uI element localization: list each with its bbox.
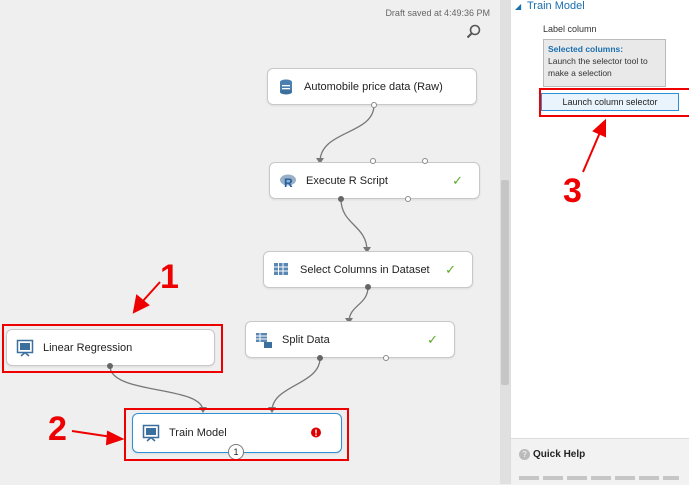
selected-columns-box: Selected columns: Launch the selector to… [543,39,666,87]
model-icon [141,423,161,443]
output-port[interactable] [365,284,371,290]
output-port-badge[interactable]: 1 [228,444,244,460]
quick-help-title[interactable]: Quick Help [533,449,586,460]
selected-columns-heading: Selected columns: [548,44,624,54]
node-select-columns[interactable]: Select Columns in Dataset ✓ [263,251,473,288]
output-port[interactable] [107,363,113,369]
callout-number-2: 2 [48,410,67,448]
output-port[interactable] [338,196,344,202]
draft-status: Draft saved at 4:49:36 PM [385,8,490,18]
error-icon[interactable] [311,426,321,441]
callout-number-3: 3 [563,172,582,210]
callout-arrows [71,281,161,446]
highlight-box-train-model [124,408,349,461]
node-label: Train Model [169,427,227,439]
node-linear-regression[interactable]: Linear Regression [6,329,215,366]
node-label: Select Columns in Dataset [300,263,430,276]
callout-number-1: 1 [160,258,179,296]
collapse-caret-icon[interactable]: ◢ [515,2,522,11]
table-split-icon [254,330,274,350]
launch-column-selector-button[interactable]: Launch column selector [541,93,679,111]
input-port[interactable] [422,158,428,164]
output-port[interactable] [317,355,323,361]
check-icon: ✓ [452,172,463,188]
output-port[interactable] [371,102,377,108]
search-icon[interactable] [466,24,482,40]
output-port[interactable] [383,355,389,361]
highlight-box-launch-selector [539,88,689,117]
panel-title[interactable]: Train Model [527,0,585,12]
r-script-icon: R [278,171,298,191]
selected-columns-text: Launch the selector tool to make a selec… [548,56,648,78]
canvas-scroll-thumb[interactable] [501,180,509,385]
highlight-box-linear-regression [2,324,223,373]
help-icon[interactable]: ? [519,449,530,460]
check-icon: ✓ [445,261,456,277]
svg-text:R: R [284,176,293,190]
node-label: Linear Regression [43,341,133,354]
node-label: Split Data [282,333,330,346]
experiment-canvas[interactable]: Draft saved at 4:49:36 PM Automobile pri… [0,0,510,484]
quick-help-text-cutoff [519,476,679,480]
properties-panel: ◢ Train Model Label column Selected colu… [510,0,689,485]
node-label: Execute R Script [306,174,388,187]
port-number: 1 [233,447,239,457]
quick-help-section: ? Quick Help [511,438,689,485]
callout-arrow-3 [582,118,606,173]
input-port[interactable] [370,158,376,164]
node-label: Automobile price data (Raw) [304,80,443,93]
node-split-data[interactable]: Split Data ✓ [245,321,455,358]
check-icon: ✓ [427,331,438,347]
model-icon [15,338,35,358]
output-port[interactable] [405,196,411,202]
label-column-heading: Label column [543,24,597,34]
dataset-icon [276,77,296,97]
table-columns-icon [272,260,292,280]
